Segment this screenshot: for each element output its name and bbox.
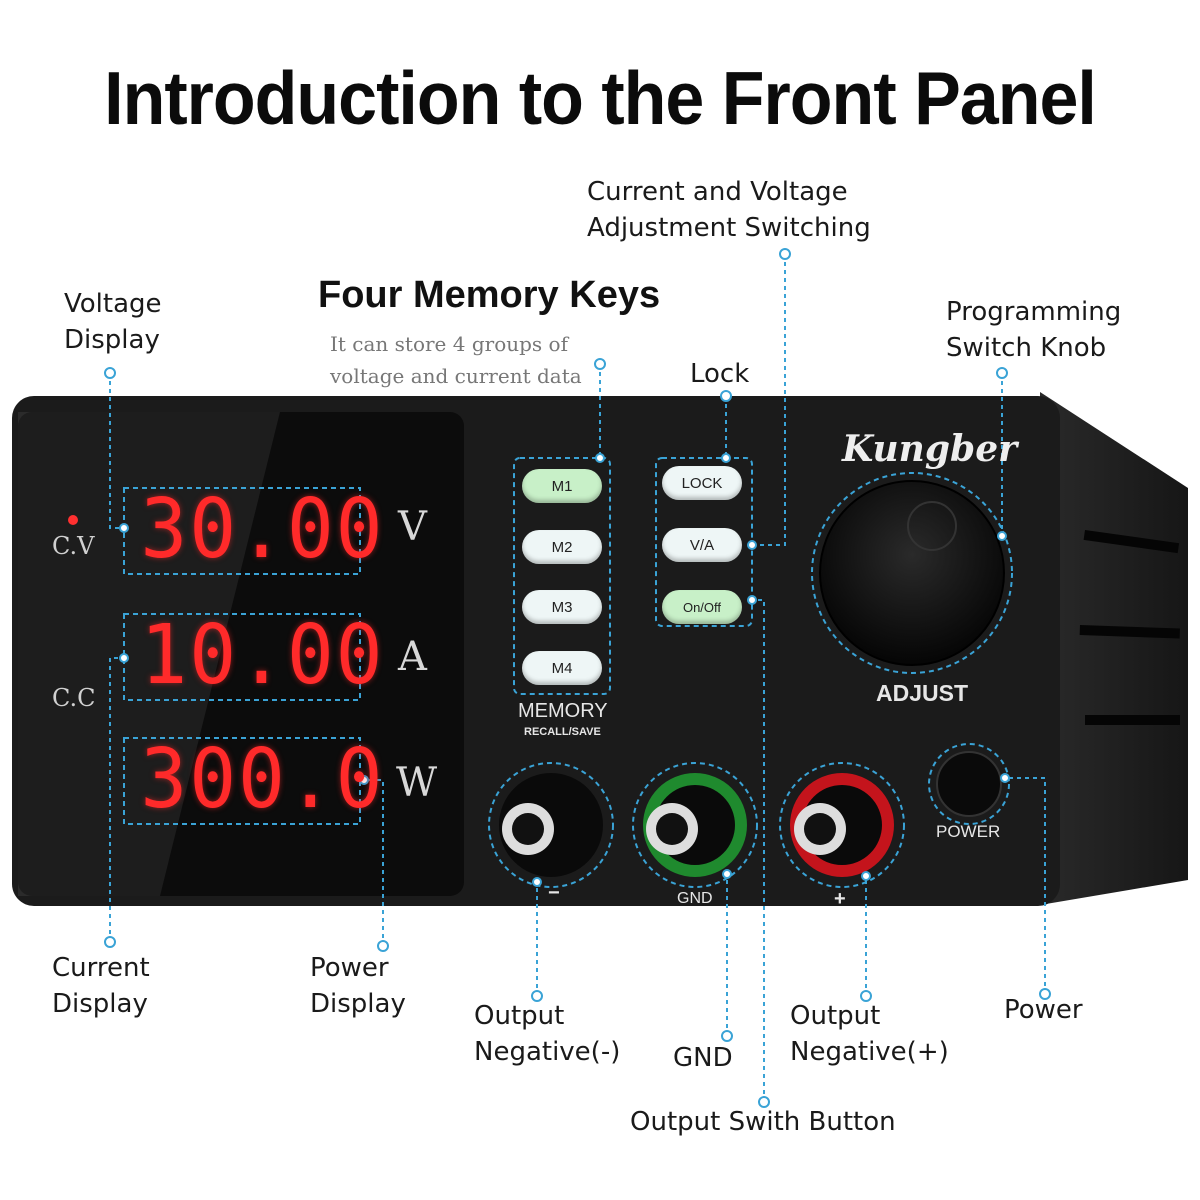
page-title: Introduction to the Front Panel [104,55,1097,141]
memory-keys-description-1: It can store 4 groups of [330,332,568,356]
cv-label: C.V [52,532,95,560]
terminal-plus-label: + [834,888,846,910]
voltage-readout: 30.00 [140,482,385,577]
memory-key-m1[interactable]: M1 [522,469,602,503]
callout-dots [104,248,1051,1108]
terminal-positive [790,773,894,877]
voltage-unit: V [398,504,427,550]
memory-key-m4[interactable]: M4 [522,651,602,685]
memory-label: MEMORY [518,700,608,722]
callout-output-negative-plus: Output Negative(+) [790,1001,949,1067]
callout-cv-adjust: Current and Voltage Adjustment Switching [587,177,871,243]
callout-power: Power [1004,995,1083,1025]
callout-lines [109,254,1046,1102]
display-window [18,412,464,896]
terminal-minus-label: − [548,882,560,904]
brand-logo: Kungber [842,428,1018,470]
current-readout: 10.00 [140,608,385,703]
display-glare [18,412,280,896]
memory-key-m3[interactable]: M3 [522,590,602,624]
device-side [1040,392,1188,905]
callout-output-switch-button: Output Swith Button [630,1107,896,1137]
lock-key[interactable]: LOCK [662,466,742,500]
adjust-label: ADJUST [876,680,969,706]
cc-label: C.C [52,684,96,712]
terminal-gnd-label: GND [677,890,713,907]
output-onoff-key[interactable]: On/Off [662,590,742,624]
terminal-negative [499,773,603,877]
callout-gnd: GND [673,1043,733,1073]
va-switch-key[interactable]: V/A [662,528,742,562]
power-button [936,751,1002,817]
memory-keys-description-2: voltage and current data [330,364,582,388]
adjust-knob [819,480,1005,666]
callout-current-display: Current Display [52,953,150,1019]
terminal-gnd [643,773,747,877]
callout-programming-knob: Programming Switch Knob [946,297,1122,363]
side-vents [1079,530,1180,725]
callout-lock: Lock [690,359,750,389]
power-button-label: POWER [936,822,1001,841]
current-unit: A [398,634,427,680]
callout-output-negative-minus: Output Negative(-) [474,1001,621,1067]
callout-power-display: Power Display [310,953,406,1019]
power-readout: 300.0 [140,732,385,827]
callout-voltage-display: Voltage Display [64,289,162,355]
cv-indicator-led [68,515,78,525]
memory-key-m2[interactable]: M2 [522,530,602,564]
memory-sublabel: RECALL/SAVE [524,726,601,738]
power-unit: W [396,760,438,806]
memory-keys-heading: Four Memory Keys [318,274,661,316]
